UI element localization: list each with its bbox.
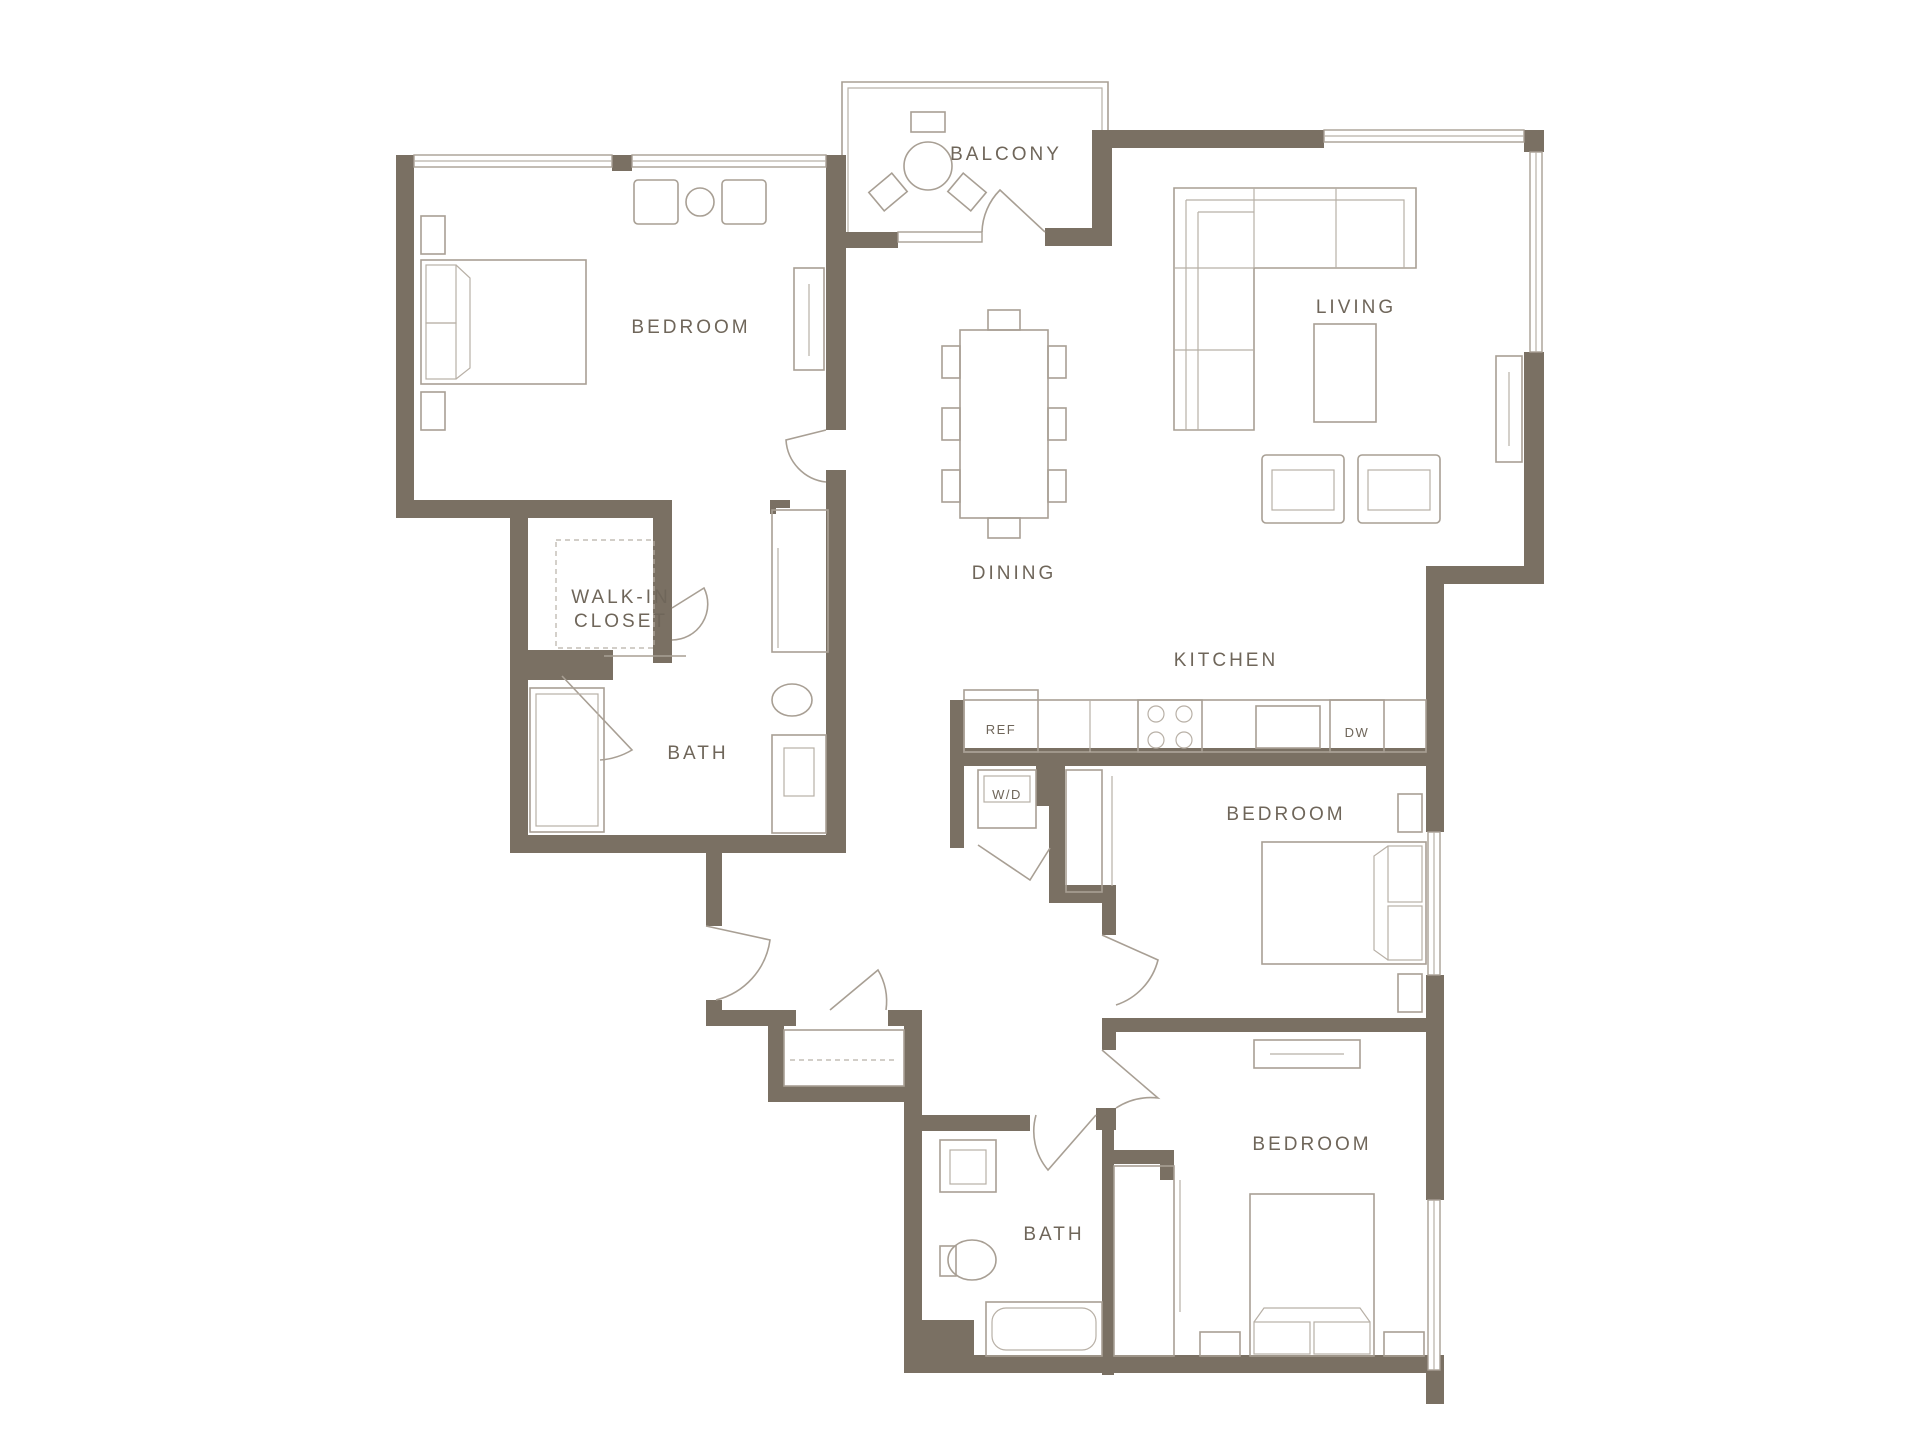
closet-door <box>671 586 709 641</box>
chair-icon <box>946 172 988 212</box>
primary-bedroom-label: BEDROOM <box>631 317 750 338</box>
room-labels: BALCONY BEDROOM LIVING DINING WALK-IN CL… <box>571 144 1396 1245</box>
washer-dryer-icon <box>977 769 1037 829</box>
bed-icon <box>1261 841 1427 965</box>
bedroom-2-label: BEDROOM <box>1226 804 1345 825</box>
bed-icon <box>420 259 587 385</box>
dining-label: DINING <box>972 563 1057 584</box>
dining-furniture <box>941 309 1067 539</box>
armchair-icon <box>1261 454 1345 524</box>
vanity-icon <box>939 1139 997 1193</box>
bed-icon <box>1249 1193 1375 1357</box>
balcony-door <box>981 188 1046 233</box>
windows <box>413 129 1543 1371</box>
primary-bedroom-door <box>785 429 827 483</box>
nightstand-icon <box>1397 973 1423 1013</box>
pillow-icon <box>1253 1321 1311 1355</box>
living-furniture <box>1173 187 1523 524</box>
nightstand-icon <box>1383 1331 1425 1357</box>
nightstand-icon <box>420 391 446 431</box>
chair-icon <box>941 345 961 379</box>
armchair-icon <box>1357 454 1441 524</box>
chair-icon <box>1047 345 1067 379</box>
side-table-icon <box>685 187 715 217</box>
dresser-icon <box>793 267 825 371</box>
dresser-icon <box>1253 1039 1361 1069</box>
laundry-door <box>977 844 1051 882</box>
toilet-icon <box>771 683 813 717</box>
doors <box>561 188 1161 1172</box>
kitchen-counter <box>963 689 1427 753</box>
pillow-icon <box>425 322 457 380</box>
pillow-icon <box>1387 905 1423 961</box>
toilet-tank-icon <box>939 1245 957 1277</box>
sink-icon <box>949 1149 987 1185</box>
chair-icon <box>910 111 946 133</box>
dishwasher-icon <box>1329 699 1385 753</box>
nightstand-icon <box>420 215 446 255</box>
chair-icon <box>987 517 1021 539</box>
chair-icon <box>1047 407 1067 441</box>
refrigerator-label: REF <box>986 722 1017 737</box>
pillow-icon <box>1387 845 1423 903</box>
living-label: LIVING <box>1316 297 1396 318</box>
toilet-icon <box>947 1239 997 1281</box>
nightstand-icon <box>1199 1331 1241 1357</box>
bedroom-2-door <box>1101 934 1159 1006</box>
closet-shelf <box>1065 769 1103 893</box>
appliance-labels: REF DW W/D <box>986 722 1370 802</box>
entry-door <box>705 925 771 1001</box>
kitchen-label: KITCHEN <box>1174 650 1278 671</box>
bedroom-3-door <box>1101 1049 1161 1109</box>
bath-door <box>561 675 634 761</box>
cooktop-icon <box>1137 699 1203 753</box>
chair-icon <box>941 469 961 503</box>
washer-dryer-label: W/D <box>992 787 1022 802</box>
bathtub-icon <box>985 1301 1103 1357</box>
primary-bedroom-furniture <box>420 179 825 431</box>
hall-bath-door <box>1032 1114 1097 1172</box>
bedroom-2-furniture <box>1065 769 1427 1013</box>
hall-bath-label: BATH <box>1023 1224 1084 1245</box>
armchair-icon <box>721 179 767 225</box>
sink-icon <box>783 747 815 797</box>
armchair-icon <box>633 179 679 225</box>
dining-table-icon <box>959 329 1049 519</box>
walk-in-closet-label-line2: CLOSET <box>574 611 668 632</box>
chair-icon <box>941 407 961 441</box>
pillow-icon <box>1313 1321 1371 1355</box>
chair-icon <box>867 172 909 212</box>
kitchen-sink-icon <box>1255 705 1321 749</box>
chair-icon <box>1047 469 1067 503</box>
bedroom-3-furniture <box>1113 1039 1425 1357</box>
dishwasher-label: DW <box>1345 725 1370 740</box>
bathtub-icon <box>529 687 605 833</box>
coffee-table-icon <box>1313 323 1377 423</box>
walls <box>396 130 1544 1404</box>
closet-door-2 <box>829 968 888 1011</box>
primary-bath-fixtures <box>529 509 829 834</box>
bistro-table-icon <box>903 141 953 191</box>
vanity-icon <box>771 734 827 834</box>
media-console-icon <box>1495 355 1523 463</box>
entry-closet <box>783 1029 905 1087</box>
hall-bath-fixtures <box>939 1139 1103 1357</box>
refrigerator-icon <box>963 689 1039 753</box>
nightstand-icon <box>1397 793 1423 833</box>
walk-in-closet-label-line1: WALK-IN <box>571 587 670 608</box>
bedroom-3-label: BEDROOM <box>1252 1134 1371 1155</box>
primary-bath-label: BATH <box>667 743 728 764</box>
pillow-icon <box>425 264 457 324</box>
chair-icon <box>987 309 1021 331</box>
balcony-label: BALCONY <box>950 144 1062 165</box>
closet-shelf <box>1113 1165 1175 1357</box>
closet-shelf <box>771 509 829 653</box>
laundry <box>977 769 1037 829</box>
